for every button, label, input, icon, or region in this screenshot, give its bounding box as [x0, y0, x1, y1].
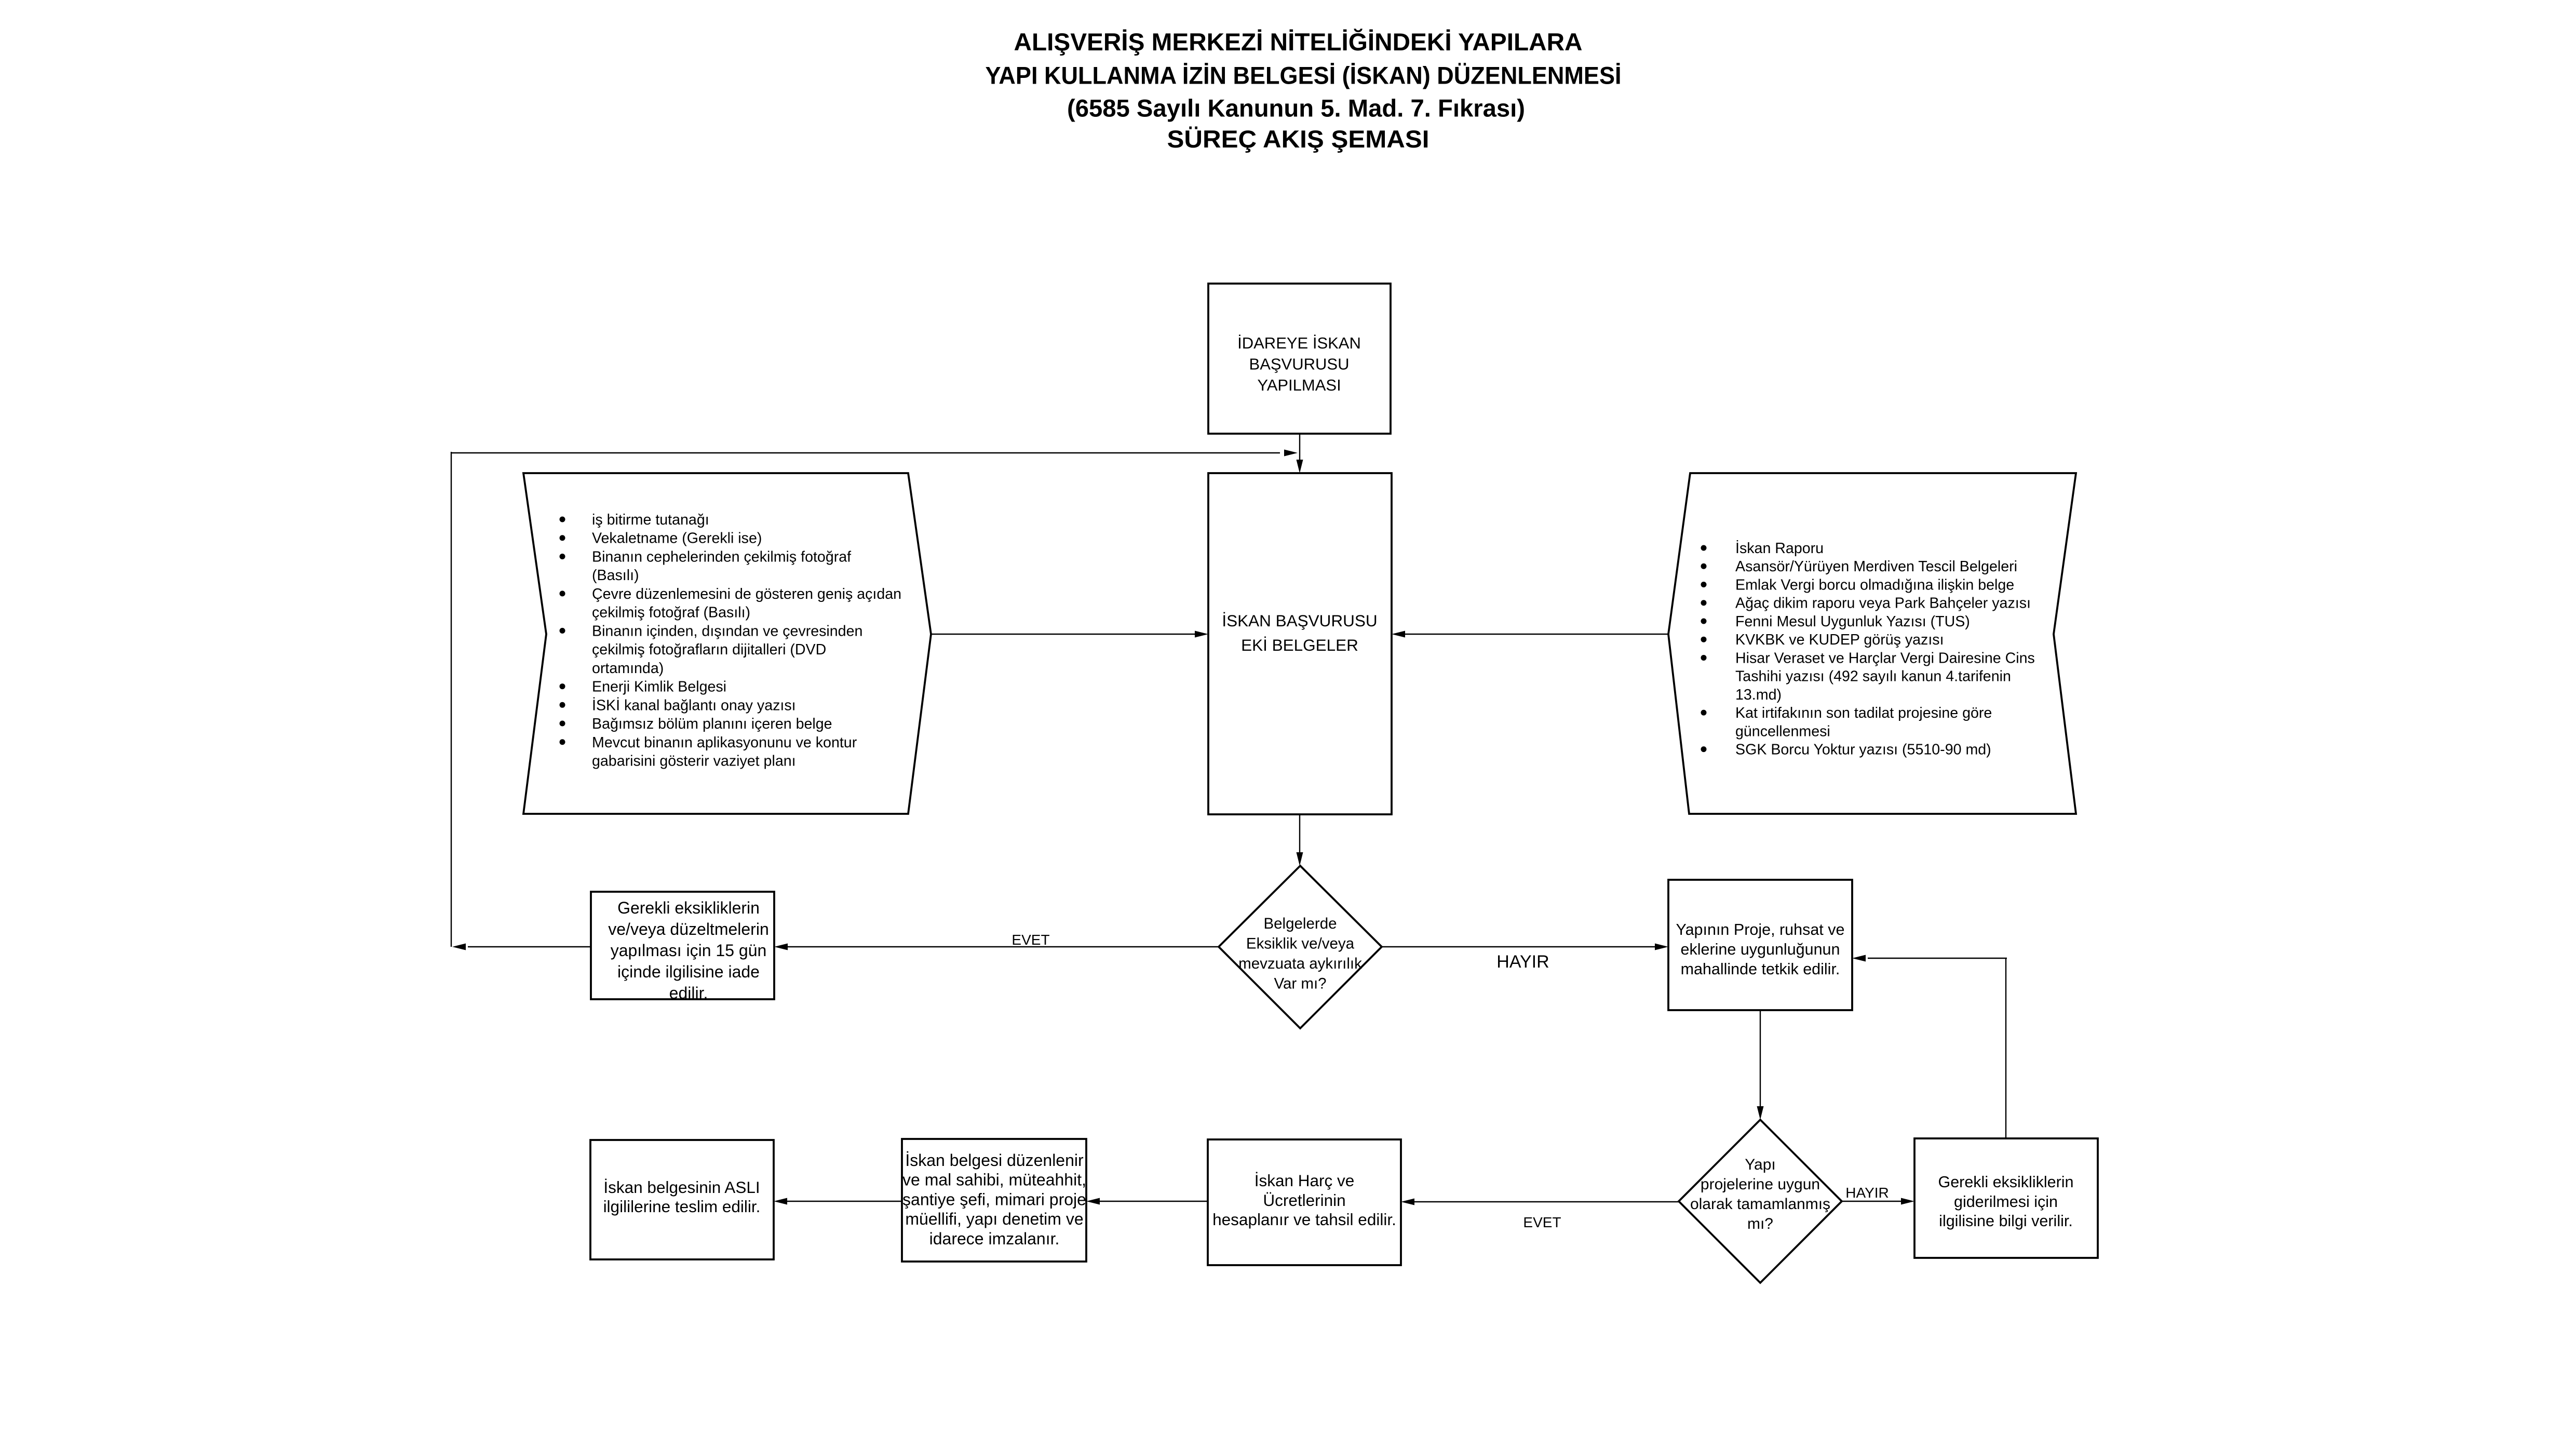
svg-text:projelerine uygun: projelerine uygun	[1701, 1176, 1820, 1193]
svg-text:KVKBK ve KUDEP görüş yazısı: KVKBK ve KUDEP görüş yazısı	[1735, 632, 1944, 648]
svg-text:İskan Harç ve: İskan Harç ve	[1255, 1171, 1355, 1190]
svg-text:HAYIR: HAYIR	[1845, 1185, 1889, 1201]
svg-text:ilgililerine teslim edilir.: ilgililerine teslim edilir.	[603, 1197, 761, 1216]
svg-text:ilgilisine bilgi verilir.: ilgilisine bilgi verilir.	[1939, 1212, 2073, 1230]
svg-text:hesaplanır ve tahsil edilir.: hesaplanır ve tahsil edilir.	[1212, 1210, 1396, 1229]
svg-text:olarak tamamlanmış: olarak tamamlanmış	[1690, 1196, 1830, 1213]
svg-text:Gerekli eksikliklerin: Gerekli eksikliklerin	[617, 898, 760, 917]
svg-text:güncellenmesi: güncellenmesi	[1735, 723, 1830, 740]
svg-text:ALIŞVERİŞ MERKEZİ NİTELİĞİNDEK: ALIŞVERİŞ MERKEZİ NİTELİĞİNDEKİ YAPILARA	[1014, 28, 1583, 56]
svg-text:ortamında): ortamında)	[592, 660, 664, 677]
svg-text:Binanın cephelerinden çekilmiş: Binanın cephelerinden çekilmiş fotoğraf	[592, 549, 851, 566]
svg-text:Fenni Mesul Uygunluk Yazısı (T: Fenni Mesul Uygunluk Yazısı (TUS)	[1735, 613, 1970, 630]
svg-text:iş bitirme tutanağı: iş bitirme tutanağı	[592, 512, 709, 528]
svg-text:EVET: EVET	[1523, 1214, 1561, 1230]
svg-text:içinde ilgilisine iade: içinde ilgilisine iade	[617, 962, 760, 981]
svg-text:Mevcut binanın aplikasyonunu v: Mevcut binanın aplikasyonunu ve kontur	[592, 734, 857, 751]
svg-text:çekilmiş fotoğrafların dijital: çekilmiş fotoğrafların dijitalleri (DVD	[592, 641, 826, 658]
svg-text:Yapının Proje, ruhsat ve: Yapının Proje, ruhsat ve	[1676, 921, 1845, 938]
svg-text:YAPI KULLANMA İZİN BELGESİ (İS: YAPI KULLANMA İZİN BELGESİ (İSKAN) DÜZEN…	[986, 62, 1622, 89]
svg-text:SÜREÇ AKIŞ ŞEMASI: SÜREÇ AKIŞ ŞEMASI	[1167, 125, 1429, 153]
svg-text:İDAREYE İSKAN: İDAREYE İSKAN	[1237, 334, 1361, 352]
svg-text:Ağaç dikim raporu veya Park Ba: Ağaç dikim raporu veya Park Bahçeler yaz…	[1735, 595, 2031, 612]
svg-text:Ücretlerinin: Ücretlerinin	[1263, 1191, 1345, 1210]
svg-text:Çevre düzenlemesini de göstere: Çevre düzenlemesini de gösteren geniş aç…	[592, 586, 901, 602]
svg-text:13.md): 13.md)	[1735, 687, 1782, 703]
svg-text:mevzuata aykırılık: mevzuata aykırılık	[1238, 955, 1362, 972]
svg-text:eklerine uygunluğunun: eklerine uygunluğunun	[1681, 941, 1840, 958]
svg-text:şantiye şefi, mimari proje: şantiye şefi, mimari proje	[902, 1190, 1086, 1209]
svg-text:ve/veya düzeltmelerin: ve/veya düzeltmelerin	[608, 920, 768, 938]
svg-text:Asansör/Yürüyen Merdiven Tesci: Asansör/Yürüyen Merdiven Tescil Belgeler…	[1735, 558, 2017, 575]
svg-text:İskan Raporu: İskan Raporu	[1735, 540, 1824, 557]
svg-text:giderilmesi için: giderilmesi için	[1954, 1193, 2058, 1211]
svg-text:HAYIR: HAYIR	[1496, 952, 1549, 972]
svg-text:YAPILMASI: YAPILMASI	[1257, 376, 1341, 394]
svg-text:(Basılı): (Basılı)	[592, 567, 639, 584]
svg-text:Emlak Vergi borcu olmadığına i: Emlak Vergi borcu olmadığına ilişkin bel…	[1735, 577, 2014, 594]
svg-text:Var mı?: Var mı?	[1274, 975, 1326, 992]
svg-text:BAŞVURUSU: BAŞVURUSU	[1249, 355, 1350, 373]
svg-text:Belgelerde: Belgelerde	[1263, 915, 1337, 932]
svg-text:Binanın içinden, dışından ve ç: Binanın içinden, dışından ve çevresinden	[592, 623, 862, 639]
svg-text:(6585 Sayılı Kanunun 5. Mad. 7: (6585 Sayılı Kanunun 5. Mad. 7. Fıkrası)	[1067, 95, 1525, 122]
svg-text:Enerji Kimlik Belgesi: Enerji Kimlik Belgesi	[592, 679, 726, 695]
svg-text:idarece imzalanır.: idarece imzalanır.	[929, 1229, 1060, 1248]
svg-text:SGK Borcu Yoktur yazısı (5510-: SGK Borcu Yoktur yazısı (5510-90 md)	[1735, 742, 1991, 758]
svg-text:Vekaletname (Gerekli ise): Vekaletname (Gerekli ise)	[592, 530, 762, 547]
svg-text:Kat irtifakının son tadilat pr: Kat irtifakının son tadilat projesine gö…	[1735, 705, 1992, 721]
svg-text:İskan belgesinin ASLI: İskan belgesinin ASLI	[603, 1178, 760, 1197]
svg-text:Bağımsız bölüm planını içeren: Bağımsız bölüm planını içeren belge	[592, 716, 832, 732]
svg-text:EVET: EVET	[1011, 932, 1049, 948]
svg-text:Yapı: Yapı	[1745, 1156, 1776, 1173]
svg-text:Hisar Veraset ve Harçlar Vergi: Hisar Veraset ve Harçlar Vergi Dairesine…	[1735, 650, 2035, 666]
svg-text:İskan belgesi düzenlenir: İskan belgesi düzenlenir	[905, 1151, 1084, 1170]
svg-text:ve mal sahibi, müteahhit,: ve mal sahibi, müteahhit,	[902, 1171, 1086, 1189]
svg-text:gabarisini gösterir vaziyet pl: gabarisini gösterir vaziyet planı	[592, 753, 796, 770]
svg-text:yapılması için 15 gün: yapılması için 15 gün	[611, 941, 767, 960]
svg-text:İSKİ kanal bağlantı onay yazıs: İSKİ kanal bağlantı onay yazısı	[592, 696, 796, 714]
svg-text:Tashihi yazısı (492 sayılı kan: Tashihi yazısı (492 sayılı kanun 4.tarif…	[1735, 668, 2011, 685]
svg-text:müellifi, yapı denetim ve: müellifi, yapı denetim ve	[905, 1210, 1083, 1228]
svg-text:EKİ BELGELER: EKİ BELGELER	[1241, 636, 1358, 654]
svg-text:Eksiklik ve/veya: Eksiklik ve/veya	[1246, 935, 1355, 952]
svg-text:edilir.: edilir.	[669, 984, 708, 1002]
svg-text:mahallinde tetkik edilir.: mahallinde tetkik edilir.	[1681, 960, 1840, 978]
svg-text:Gerekli eksikliklerin: Gerekli eksikliklerin	[1938, 1173, 2073, 1191]
svg-text:İSKAN BAŞVURUSU: İSKAN BAŞVURUSU	[1222, 611, 1377, 630]
svg-text:mı?: mı?	[1747, 1215, 1773, 1232]
svg-text:çekilmiş fotoğraf (Basılı): çekilmiş fotoğraf (Basılı)	[592, 605, 750, 621]
